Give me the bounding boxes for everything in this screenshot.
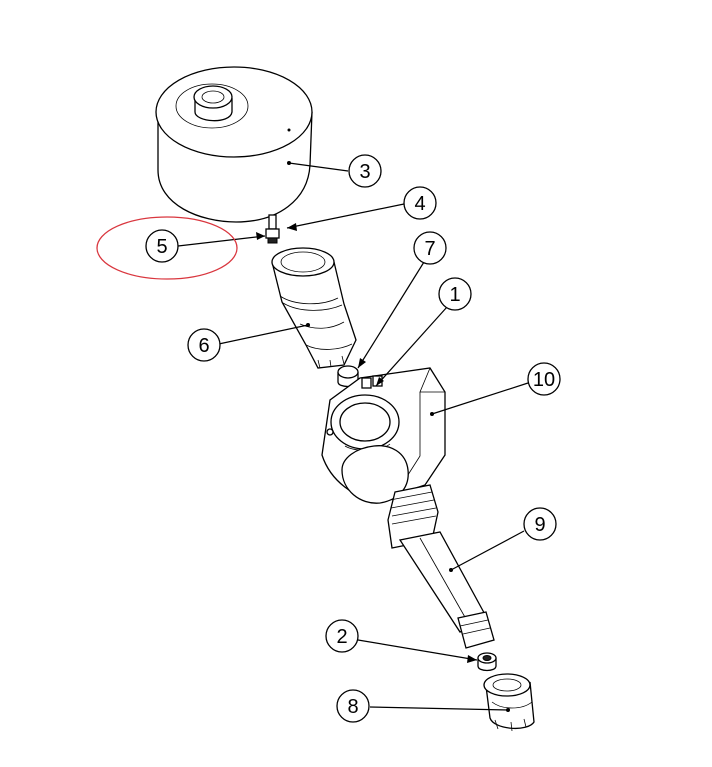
callout-7-label: 7 [424,238,435,260]
callout-1: 1 [438,277,472,311]
part-6-sleeve [271,247,357,369]
leader-lines [177,161,529,712]
callout-10: 10 [527,362,561,396]
callout-3-label: 3 [359,161,370,183]
callout-2: 2 [325,619,359,653]
callout-9: 9 [523,507,557,541]
callout-10-label: 10 [533,369,555,391]
callout-8: 8 [336,689,370,723]
callout-5: 5 [145,229,179,263]
callout-4: 4 [403,186,437,220]
callout-3: 3 [348,154,382,188]
callout-6: 6 [187,328,221,362]
callout-2-label: 2 [336,626,347,648]
part-3-cap [155,66,313,223]
part-2-nut [477,652,497,672]
callout-6-label: 6 [198,335,209,357]
part-4-5-pin [265,214,280,244]
callout-8-label: 8 [347,696,358,718]
callout-9-label: 9 [534,514,545,536]
part-9-shaft [387,484,495,649]
callout-5-label: 5 [156,236,167,258]
part-8-end-cap [483,673,535,732]
callout-5-highlight-ellipse [96,216,238,280]
callout-1-label: 1 [449,284,460,306]
part-10-clamp-block [321,367,446,504]
callout-7: 7 [413,231,447,265]
callout-4-label: 4 [414,193,425,215]
